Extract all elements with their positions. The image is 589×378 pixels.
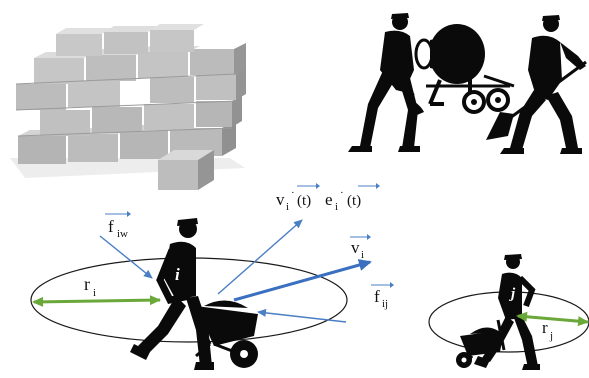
svg-text:i: i <box>361 249 364 261</box>
svg-text:·: · <box>291 187 295 199</box>
desired-direction-arrow <box>217 219 303 295</box>
svg-text:ij: ij <box>382 298 388 310</box>
wall-force-arrow <box>99 235 153 279</box>
svg-text:(t): (t) <box>347 193 361 209</box>
svg-text:j: j <box>549 330 553 342</box>
label-f-iw: f iw <box>108 217 128 240</box>
brick-wall-icon <box>10 24 246 190</box>
agent-j-label: j <box>509 286 516 302</box>
worker-j-wheelbarrow-icon <box>456 254 540 370</box>
radius-i-arrow <box>32 295 161 307</box>
label-v-i: v i <box>351 238 364 261</box>
svg-text:·: · <box>340 187 344 199</box>
concrete-mixer-workers-icon <box>348 13 587 154</box>
agent-i-label: i <box>175 265 180 284</box>
svg-text:f: f <box>374 287 380 306</box>
vector-overbars <box>105 185 390 286</box>
label-f-ij: f ij <box>374 287 388 310</box>
svg-text:v: v <box>276 190 285 209</box>
radius-j-arrow <box>516 311 589 327</box>
velocity-arrow <box>233 259 372 302</box>
svg-text:i: i <box>335 201 338 213</box>
label-desired-velocity: v i · (t) e i · (t) <box>276 187 361 213</box>
svg-text:r: r <box>84 274 90 294</box>
svg-text:i: i <box>93 287 96 299</box>
svg-text:v: v <box>351 238 360 257</box>
worker-wheelbarrow-icon <box>130 218 258 370</box>
svg-text:(t): (t) <box>297 193 311 209</box>
svg-text:r: r <box>542 318 548 337</box>
svg-text:iw: iw <box>117 228 128 240</box>
label-r-i: r i <box>84 274 96 299</box>
label-r-j: r j <box>542 318 553 342</box>
overbar-arrowheads <box>127 183 394 288</box>
svg-text:f: f <box>108 217 114 236</box>
svg-text:e: e <box>325 190 333 209</box>
svg-text:i: i <box>286 201 289 213</box>
interaction-force-arrow <box>257 308 347 323</box>
